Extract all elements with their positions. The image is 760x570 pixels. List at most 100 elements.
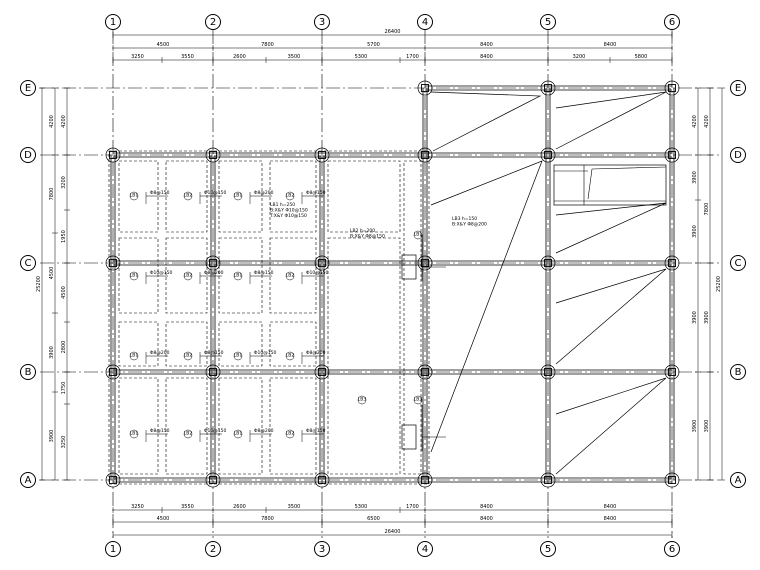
rebar-note: Φ8@200 — [306, 350, 326, 356]
column-circle — [540, 472, 556, 488]
rebar-note: Φ10@150 — [254, 350, 276, 356]
sub-slab — [269, 377, 317, 475]
dim-left-2-label: 3200 — [61, 176, 67, 189]
dim-top-1-label: 7800 — [261, 42, 274, 48]
sub-slab — [218, 321, 263, 367]
axis-bubble-right-D-label: D — [734, 150, 742, 161]
column-circle — [105, 147, 121, 163]
slab-mark-circle — [129, 271, 139, 281]
sub-slab — [269, 321, 317, 367]
axis-bubble-right-A-circle — [730, 472, 746, 488]
slab-mark: LB2 — [286, 353, 295, 359]
axis-bubble-right-B-label: B — [735, 367, 742, 378]
slab-mark: LB1 — [130, 273, 139, 279]
column — [209, 476, 217, 484]
slab-mark: LB1 — [234, 273, 243, 279]
slab-mark-circle — [285, 271, 295, 281]
column — [109, 259, 117, 267]
axis-bubble-bottom-6-circle — [664, 541, 680, 557]
column — [209, 259, 217, 267]
axis-bubble-top-1: 1 — [105, 14, 121, 30]
axis-bubble-top-2: 2 — [205, 14, 221, 30]
column — [668, 259, 676, 267]
section-note-c: B:X&Y Φ8@200 — [452, 222, 487, 228]
dim-top-2-label: 5300 — [355, 54, 368, 60]
column-circle — [105, 472, 121, 488]
axis-bubble-top-5-circle — [540, 14, 556, 30]
axis-bubble-top-1-circle — [105, 14, 121, 30]
slab-mark-circle — [233, 429, 243, 439]
plate-fold-5 — [555, 377, 667, 475]
axis-bubble-bottom-1-circle — [105, 541, 121, 557]
sub-slab — [269, 160, 317, 233]
slab-mark-circle — [129, 191, 139, 201]
axis-bubble-left-C-circle — [20, 255, 36, 271]
dim-left-2-label: 1750 — [61, 382, 67, 395]
column-circle — [205, 472, 221, 488]
plate-fold-4 — [555, 268, 667, 365]
column-circle — [417, 364, 433, 380]
slab-mark: LB1 — [234, 353, 243, 359]
slab-mark: LB2 — [184, 431, 193, 437]
dim-top-overall-label: 26400 — [385, 29, 401, 35]
column-circle — [314, 472, 330, 488]
rebar-note: Φ8@150 — [150, 428, 170, 434]
dim-left-1-label: 3900 — [49, 346, 55, 359]
slab-mark: LB1 — [234, 431, 243, 437]
dim-left-2-label: 4500 — [61, 286, 67, 299]
axis-bubble-left-E: E — [20, 80, 36, 96]
dim-bottom-1-label: 8400 — [604, 504, 617, 510]
axis-bubble-bottom-3-circle — [314, 541, 330, 557]
axis-bubble-top-3-circle — [314, 14, 330, 30]
axis-bubble-left-B: B — [20, 364, 36, 380]
column-circle — [417, 472, 433, 488]
column-circle — [205, 147, 221, 163]
axis-bubble-right-E-label: E — [735, 83, 741, 94]
slab-mark: LB2 — [286, 273, 295, 279]
slab-mark-circle — [233, 191, 243, 201]
axis-bubble-left-A-label: A — [25, 475, 32, 486]
dim-left-1-label: 7800 — [49, 188, 55, 201]
dim-top-2-label: 2600 — [233, 54, 246, 60]
axis-bubble-top-5: 5 — [540, 14, 556, 30]
rebar-note: Φ8@200 — [150, 350, 170, 356]
dim-top-2-label: 5800 — [635, 54, 648, 60]
axis-bubble-right-D-circle — [730, 147, 746, 163]
dim-left-1-label: 3900 — [49, 430, 55, 443]
column — [318, 476, 326, 484]
column — [318, 368, 326, 376]
sub-slab — [269, 237, 317, 314]
dim-right-1-label: 3900 — [704, 420, 710, 433]
rebar-note: Φ8@200 — [254, 428, 274, 434]
axis-bubble-bottom-2-circle — [205, 541, 221, 557]
sub-slab-strip — [403, 160, 422, 475]
slab-mark: LB2 — [184, 273, 193, 279]
column — [421, 259, 429, 267]
column-circle — [664, 472, 680, 488]
slab-mark-circle — [285, 429, 295, 439]
axis-bubble-bottom-1: 1 — [105, 541, 121, 557]
axis-bubble-bottom-3: 3 — [314, 541, 330, 557]
dim-bottom-1-label: 3250 — [131, 504, 144, 510]
axis-bubble-left-D-circle — [20, 147, 36, 163]
dim-bottom-1-label: 1700 — [406, 504, 419, 510]
axis-bubble-left-D: D — [20, 147, 36, 163]
column — [421, 84, 429, 92]
axis-bubble-top-1-label: 1 — [110, 17, 116, 28]
dim-right-1-label: 7800 — [704, 203, 710, 216]
axis-bubble-top-4: 4 — [417, 14, 433, 30]
dim-right-2-label: 3900 — [692, 171, 698, 184]
slab-mark: LB1 — [414, 232, 423, 238]
axis-bubble-bottom-2-label: 2 — [210, 544, 216, 555]
axis-bubble-right-C-circle — [730, 255, 746, 271]
sub-slab — [165, 377, 208, 475]
dim-bottom-overall-label: 26400 — [385, 529, 401, 535]
sub-slab — [327, 160, 401, 233]
sub-slab — [165, 237, 208, 314]
dim-left-overall-label: 25200 — [36, 276, 42, 292]
axis-bubble-top-6-circle — [664, 14, 680, 30]
slab-outline — [108, 150, 430, 485]
